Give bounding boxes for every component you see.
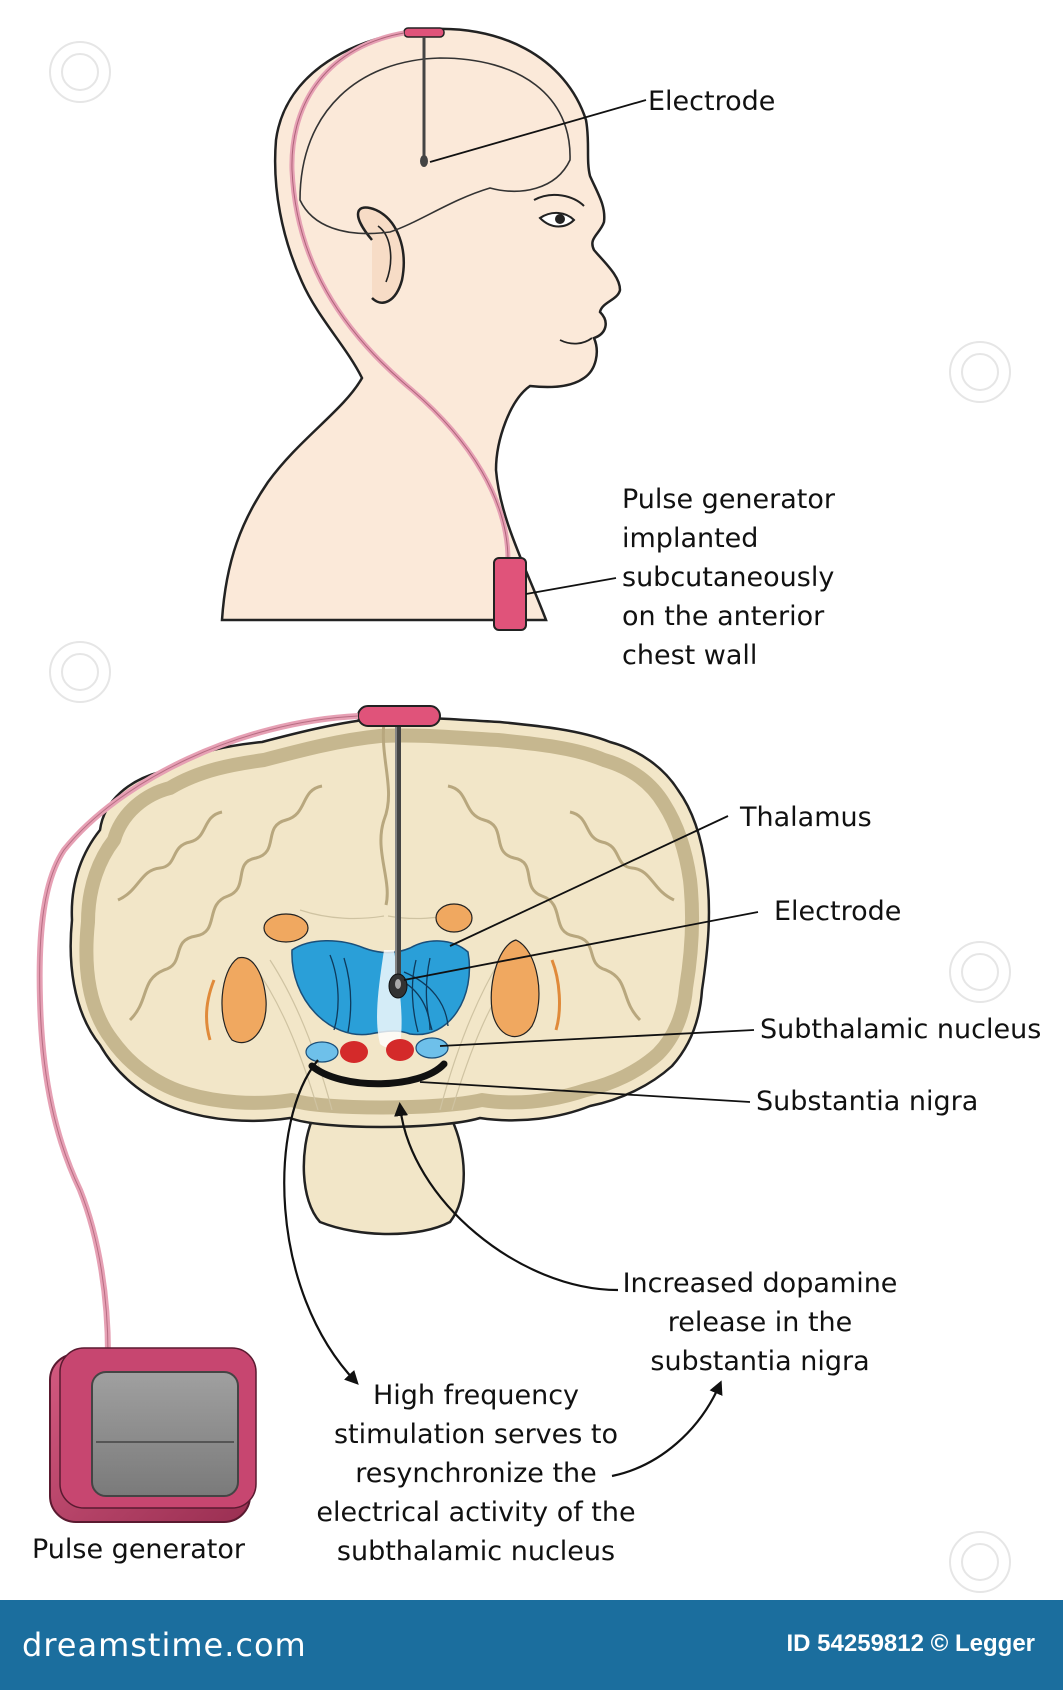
label-thalamus: Thalamus — [740, 802, 872, 833]
label-high-frequency-stimulation: High frequency stimulation serves to res… — [316, 1380, 636, 1567]
footer-bar: dreamstime.com ID 54259812 © Legger — [0, 1600, 1063, 1690]
sulci-left-2 — [117, 810, 223, 902]
subthalamic-nucleus-right — [415, 1037, 449, 1059]
label-pulse-generator-implanted: Pulse generator implanted subcutaneously… — [622, 484, 836, 671]
sulci-right-2 — [569, 810, 675, 902]
putamen-right — [490, 939, 540, 1038]
watermark — [49, 41, 1011, 1593]
red-nucleus-right — [386, 1039, 414, 1061]
red-nucleus-left — [340, 1041, 368, 1063]
arrow-dopamine-to-nigra — [394, 1102, 619, 1292]
electrode-cap-head — [403, 27, 445, 38]
brain-stem — [302, 1118, 465, 1236]
head-silhouette — [220, 27, 622, 622]
chest-pulse-generator — [493, 557, 527, 631]
footer-brand[interactable]: dreamstime.com — [22, 1626, 307, 1664]
head-profile — [220, 27, 647, 631]
substantia-nigra — [308, 1060, 448, 1088]
dbs-illustration — [36, 27, 1011, 1593]
caudate-left — [263, 913, 309, 943]
sulci-right — [447, 784, 642, 1022]
brain-outline-head — [299, 57, 571, 235]
pulse-generator-device — [49, 1347, 257, 1523]
leader-lines — [403, 815, 759, 1103]
label-substantia-nigra: Substantia nigra — [756, 1086, 979, 1117]
brain-outer — [69, 716, 711, 1129]
label-electrode-top: Electrode — [648, 86, 776, 117]
brain-section — [36, 705, 711, 1355]
cortex-band — [79, 728, 700, 1115]
arrow-stimulation-to-dopamine — [611, 1380, 723, 1478]
arrow-to-stn — [283, 1059, 359, 1385]
label-subthalamic-nucleus: Subthalamic nucleus — [760, 1014, 1042, 1045]
sulci-left — [128, 784, 323, 1022]
subthalamic-nucleus-left — [305, 1041, 339, 1063]
label-pulse-generator: Pulse generator — [32, 1534, 246, 1565]
label-dopamine-release: Increased dopamine release in the substa… — [622, 1268, 898, 1377]
generator-face — [91, 1371, 239, 1497]
arrows — [283, 1059, 723, 1478]
midline-fissure — [379, 721, 391, 906]
electrode-cap-brain — [357, 705, 441, 727]
putamen-left — [221, 956, 267, 1044]
label-electrode-brain: Electrode — [774, 896, 902, 927]
footer-image-id: ID 54259812 © Legger — [786, 1630, 1035, 1657]
caudate-right — [435, 903, 473, 933]
